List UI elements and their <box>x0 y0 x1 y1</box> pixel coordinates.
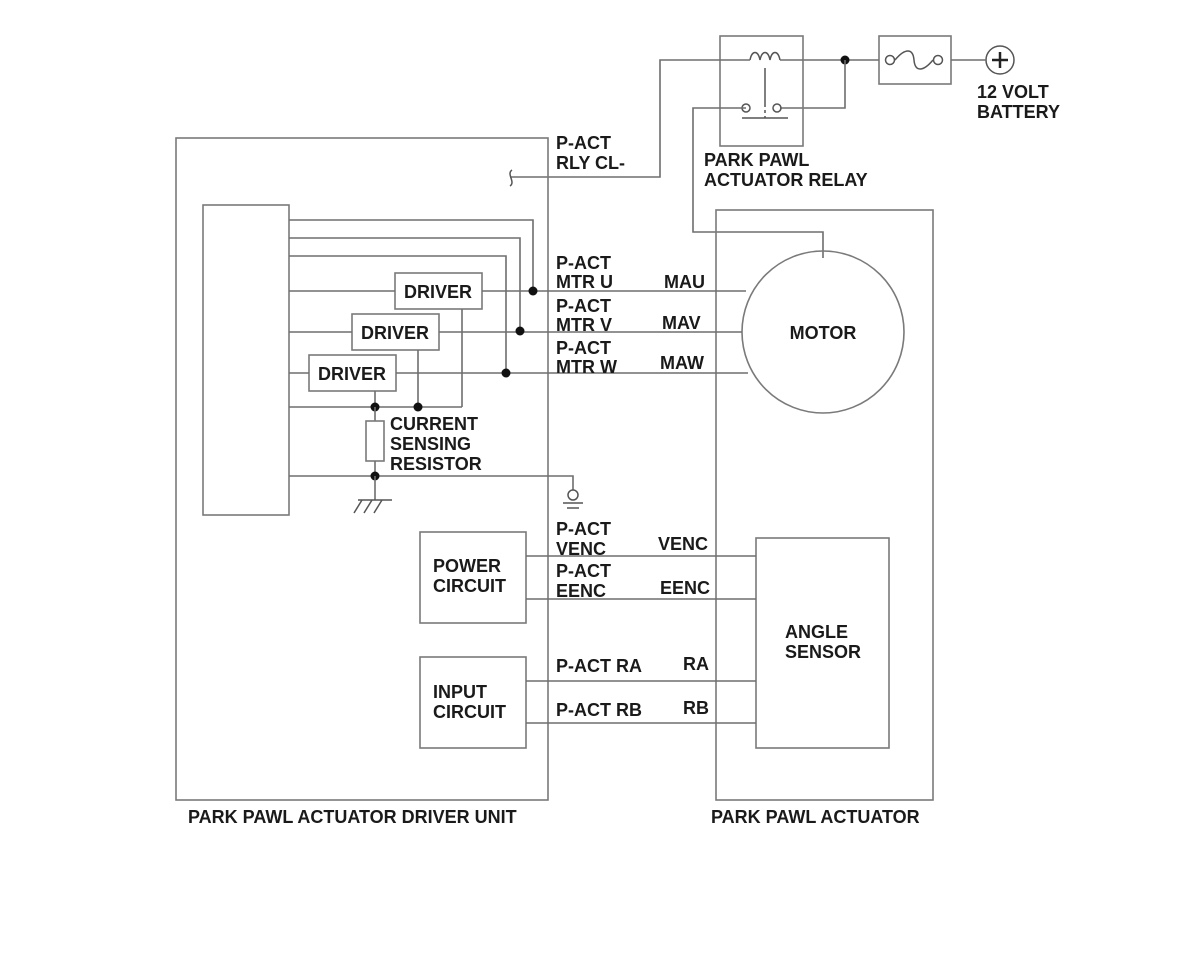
node-dot-w <box>501 368 511 378</box>
controller-block <box>202 204 290 516</box>
mtr-u-pin: MAU <box>664 272 705 292</box>
relay-box <box>719 35 804 147</box>
ra-label: P-ACT RA <box>556 656 642 676</box>
venc-pin: VENC <box>658 534 708 554</box>
driver-unit: PARK PAWL ACTUATOR DRIVER UNIT DRIVER DR… <box>175 137 583 827</box>
angle-sensor-label-line2: SENSOR <box>785 642 861 662</box>
driver-label-v: DRIVER <box>361 323 429 343</box>
angle-sensor-box <box>755 537 890 749</box>
mtr-u-label-line2: MTR U <box>556 272 613 292</box>
wire-ctrl-to-v <box>289 237 521 331</box>
eenc-label-line2: EENC <box>556 581 606 601</box>
wire-relay-contact-feed <box>780 60 846 109</box>
fuse-element-icon <box>894 50 934 70</box>
signal-ground-icon <box>563 489 583 509</box>
fuse-box <box>878 35 952 85</box>
relay-label-line1: PARK PAWL <box>704 150 809 170</box>
wire-relay-to-motor <box>692 107 824 258</box>
mtr-u-label-line1: P-ACT <box>556 253 611 273</box>
relay-contact-right-icon <box>772 103 782 113</box>
relay-label-line2: ACTUATOR RELAY <box>704 170 868 190</box>
venc-label-line1: P-ACT <box>556 519 611 539</box>
ra-pin: RA <box>683 654 709 674</box>
battery-label-line2: BATTERY <box>977 102 1060 122</box>
input-circuit-label-line2: CIRCUIT <box>433 702 506 722</box>
fuse-left-terminal-icon <box>884 54 896 66</box>
wire-relay-coil-negative <box>510 59 720 178</box>
rb-pin: RB <box>683 698 709 718</box>
current-sensing-label-line3: RESISTOR <box>390 454 482 474</box>
power-circuit-label-line2: CIRCUIT <box>433 576 506 596</box>
driver-label-w: DRIVER <box>318 364 386 384</box>
battery-fuse-relay-section: 12 VOLT BATTERY PARK PAWL ACTUATOR RELAY <box>509 35 1060 258</box>
interconnect-wires <box>526 290 756 724</box>
power-circuit-label-line1: POWER <box>433 556 501 576</box>
actuator: PARK PAWL ACTUATOR MOTOR ANGLE SENSOR <box>711 209 934 827</box>
mtr-w-pin: MAW <box>660 353 704 373</box>
rly-label-line2: RLY CL- <box>556 153 625 173</box>
battery-label-line1: 12 VOLT <box>977 82 1049 102</box>
actuator-title: PARK PAWL ACTUATOR <box>711 807 920 827</box>
node-dot-u <box>528 286 538 296</box>
motor-label: MOTOR <box>790 323 857 343</box>
driver-unit-title: PARK PAWL ACTUATOR DRIVER UNIT <box>188 807 517 827</box>
mtr-w-label-line1: P-ACT <box>556 338 611 358</box>
current-sensing-label-line2: SENSING <box>390 434 471 454</box>
rly-label-line1: P-ACT <box>556 133 611 153</box>
rb-label: P-ACT RB <box>556 700 642 720</box>
power-circuit-box <box>419 531 527 624</box>
mtr-v-label-line1: P-ACT <box>556 296 611 316</box>
venc-label-line2: VENC <box>556 539 606 559</box>
node-dot-return-b <box>413 402 423 412</box>
relay-coil-icon <box>749 51 781 61</box>
actuator-box <box>715 209 934 801</box>
fuse-right-terminal-icon <box>932 54 944 66</box>
driver-unit-box <box>175 137 549 801</box>
wire-ctrl-to-u <box>289 219 534 291</box>
chassis-ground-icon <box>353 499 392 514</box>
terminal-labels: P-ACT RLY CL- P-ACT MTR U MAU P-ACT MTR … <box>556 133 710 720</box>
current-sensing-label-line1: CURRENT <box>390 414 478 434</box>
wire-break-icon <box>509 169 513 187</box>
eenc-pin: EENC <box>660 578 710 598</box>
input-circuit-box <box>419 656 527 749</box>
wire-ctrl-to-w <box>289 255 507 373</box>
input-circuit-label-line1: INPUT <box>433 682 487 702</box>
node-dot-v <box>515 326 525 336</box>
wire-ground-bus <box>289 475 574 490</box>
current-sensing-resistor <box>365 420 385 462</box>
mtr-v-pin: MAV <box>662 313 701 333</box>
eenc-label-line1: P-ACT <box>556 561 611 581</box>
mtr-w-label-line2: MTR W <box>556 357 617 377</box>
mtr-v-label-line2: MTR V <box>556 315 612 335</box>
angle-sensor-label-line1: ANGLE <box>785 622 848 642</box>
driver-label-u: DRIVER <box>404 282 472 302</box>
